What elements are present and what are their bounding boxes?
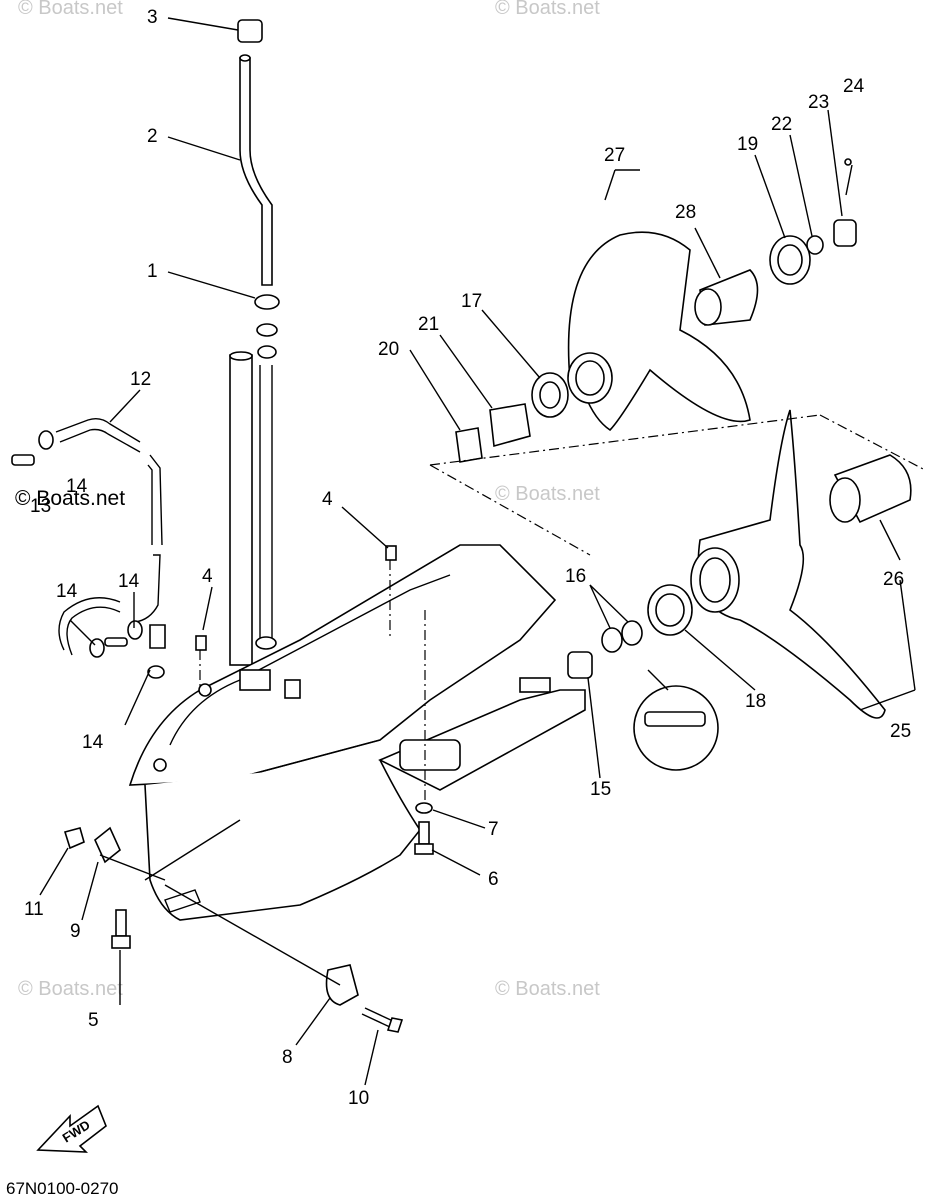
- part-label: 14: [66, 476, 88, 497]
- part-label: 17: [461, 291, 482, 312]
- part-label: 16: [565, 566, 586, 587]
- part-label: 14: [118, 571, 140, 592]
- part-label: 6: [488, 869, 499, 890]
- part-label: 9: [70, 921, 81, 942]
- part-label: 28: [675, 202, 696, 223]
- part-label: 21: [418, 314, 439, 335]
- water-tube-assembly: [229, 19, 280, 666]
- propeller-upper: [455, 158, 857, 463]
- leader-lines: [39, 17, 916, 1086]
- part-label: 18: [745, 691, 766, 712]
- prop-shaft-hardware: [567, 584, 719, 771]
- part-label: 24: [843, 76, 865, 97]
- part-label: 25: [890, 721, 911, 742]
- part-label: 10: [348, 1088, 369, 1109]
- part-label: 15: [590, 779, 611, 800]
- part-label: 13: [30, 496, 51, 517]
- part-label: 11: [24, 899, 44, 920]
- part-label: 1: [147, 261, 158, 282]
- part-label: 5: [88, 1010, 99, 1031]
- part-label: 20: [378, 339, 399, 360]
- part-label: 22: [771, 114, 792, 135]
- propeller-lower: [690, 409, 912, 719]
- watermark: © Boats.net: [495, 0, 600, 19]
- part-label: 8: [282, 1047, 293, 1068]
- part-label: 2: [147, 126, 158, 147]
- part-label: 23: [808, 92, 829, 113]
- part-label: 27: [604, 145, 625, 166]
- watermark: © Boats.net: [495, 483, 600, 505]
- part-label: 12: [130, 369, 151, 390]
- fwd-arrow-icon: FWD: [36, 1104, 107, 1153]
- part-labels: 3 2 1 12 14 13 14 14 14 4 4 11 9 5 8 10 …: [24, 7, 911, 1109]
- part-label: 14: [82, 732, 104, 753]
- part-label: 7: [488, 819, 499, 840]
- part-label: 3: [147, 7, 158, 28]
- watermark-dark: © Boats.net: [15, 487, 125, 510]
- part-label: 4: [202, 566, 213, 587]
- part-label: 19: [737, 134, 758, 155]
- watermark: © Boats.net: [18, 978, 123, 1000]
- lower-unit-housing: [128, 544, 586, 921]
- watermark: © Boats.net: [18, 0, 123, 19]
- fasteners: [63, 802, 434, 1033]
- flush-hose: [11, 417, 166, 679]
- watermark: © Boats.net: [495, 978, 600, 1000]
- part-label: 26: [883, 569, 904, 590]
- part-label: 4: [322, 489, 333, 510]
- drawing-code: 67N0100-0270: [6, 1179, 118, 1198]
- part-label: 14: [56, 581, 78, 602]
